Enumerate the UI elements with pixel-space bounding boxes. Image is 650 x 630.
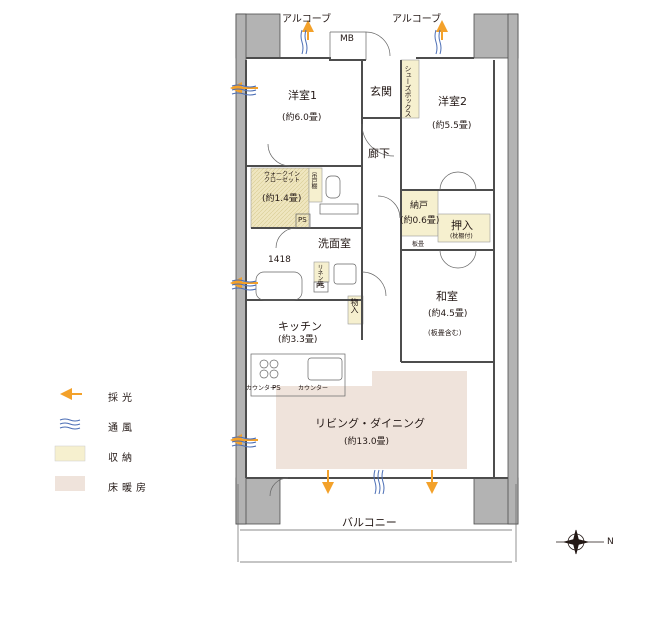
- walkin-closet-size: (約1.4畳): [262, 194, 302, 204]
- legend-ventilation-icon: [59, 418, 81, 430]
- western-room-2-name: 洋室2: [438, 95, 467, 108]
- counter-right-label: カウンター: [298, 385, 329, 392]
- compass-icon: [556, 529, 604, 555]
- kitchen-name: キッチン: [278, 320, 322, 333]
- legend-floor-heating-label: 床暖房: [108, 483, 150, 494]
- itadatami-label: 板畳: [412, 241, 425, 248]
- nando-size: (約0.6畳): [400, 216, 440, 226]
- western-room-1-name: 洋室1: [288, 89, 317, 102]
- doors: [267, 31, 477, 497]
- walkin-closet-name: ウォークイン クローゼット: [264, 171, 301, 184]
- entrance-label: 玄関: [370, 85, 392, 98]
- living-dining-size: (約13.0畳): [344, 437, 390, 447]
- legend-daylight-label: 採光: [108, 393, 136, 404]
- washitsu-note: (板畳含む): [428, 329, 462, 337]
- legend-storage-swatch: [54, 445, 86, 462]
- kitchen-size: (約3.3畳): [278, 335, 318, 345]
- nando-name: 納戸: [410, 201, 429, 211]
- ps-label-2: PS: [316, 282, 325, 290]
- ps-label-3: PS: [272, 384, 281, 392]
- bath-size-label: 1418: [268, 255, 291, 265]
- alcove-right-label: アルコーブ: [392, 14, 442, 25]
- balcony-label: バルコニー: [342, 516, 397, 529]
- floor-heating-area: [276, 371, 467, 469]
- mb-label: MB: [340, 34, 354, 44]
- legend-storage-label: 収納: [108, 453, 136, 464]
- north-label: N: [607, 537, 614, 547]
- ventilation-marks: [231, 29, 442, 495]
- shoe-box-label: シューズボックス: [404, 65, 412, 117]
- hallway-label: 廊下: [368, 147, 390, 160]
- washitsu-name: 和室: [436, 290, 458, 303]
- thin-lines: [237, 31, 517, 563]
- oshiire-sub: (枕棚付): [450, 233, 473, 240]
- western-room-2-size: (約5.5畳): [432, 121, 472, 131]
- alcove-left-label: アルコーブ: [282, 14, 332, 25]
- washroom-label: 洗面室: [318, 237, 351, 250]
- washitsu-size: (約4.5畳): [428, 309, 468, 319]
- western-room-1-size: (約6.0畳): [282, 113, 322, 123]
- linen-closet-label: リネン庫: [316, 264, 323, 286]
- daylight-arrows: [230, 20, 448, 494]
- legend-floor-heating-swatch: [55, 476, 85, 491]
- living-dining-name: リビング・ダイニング: [315, 417, 425, 430]
- storage-closet-label: 物入: [350, 298, 359, 313]
- ps-label-1: PS: [298, 216, 307, 224]
- hanging-cabinet-label: 吊戸棚: [310, 172, 317, 189]
- counter-left-label: カウンター: [246, 385, 277, 392]
- oshiire-name: 押入: [451, 219, 473, 232]
- legend-ventilation-label: 通風: [108, 423, 136, 434]
